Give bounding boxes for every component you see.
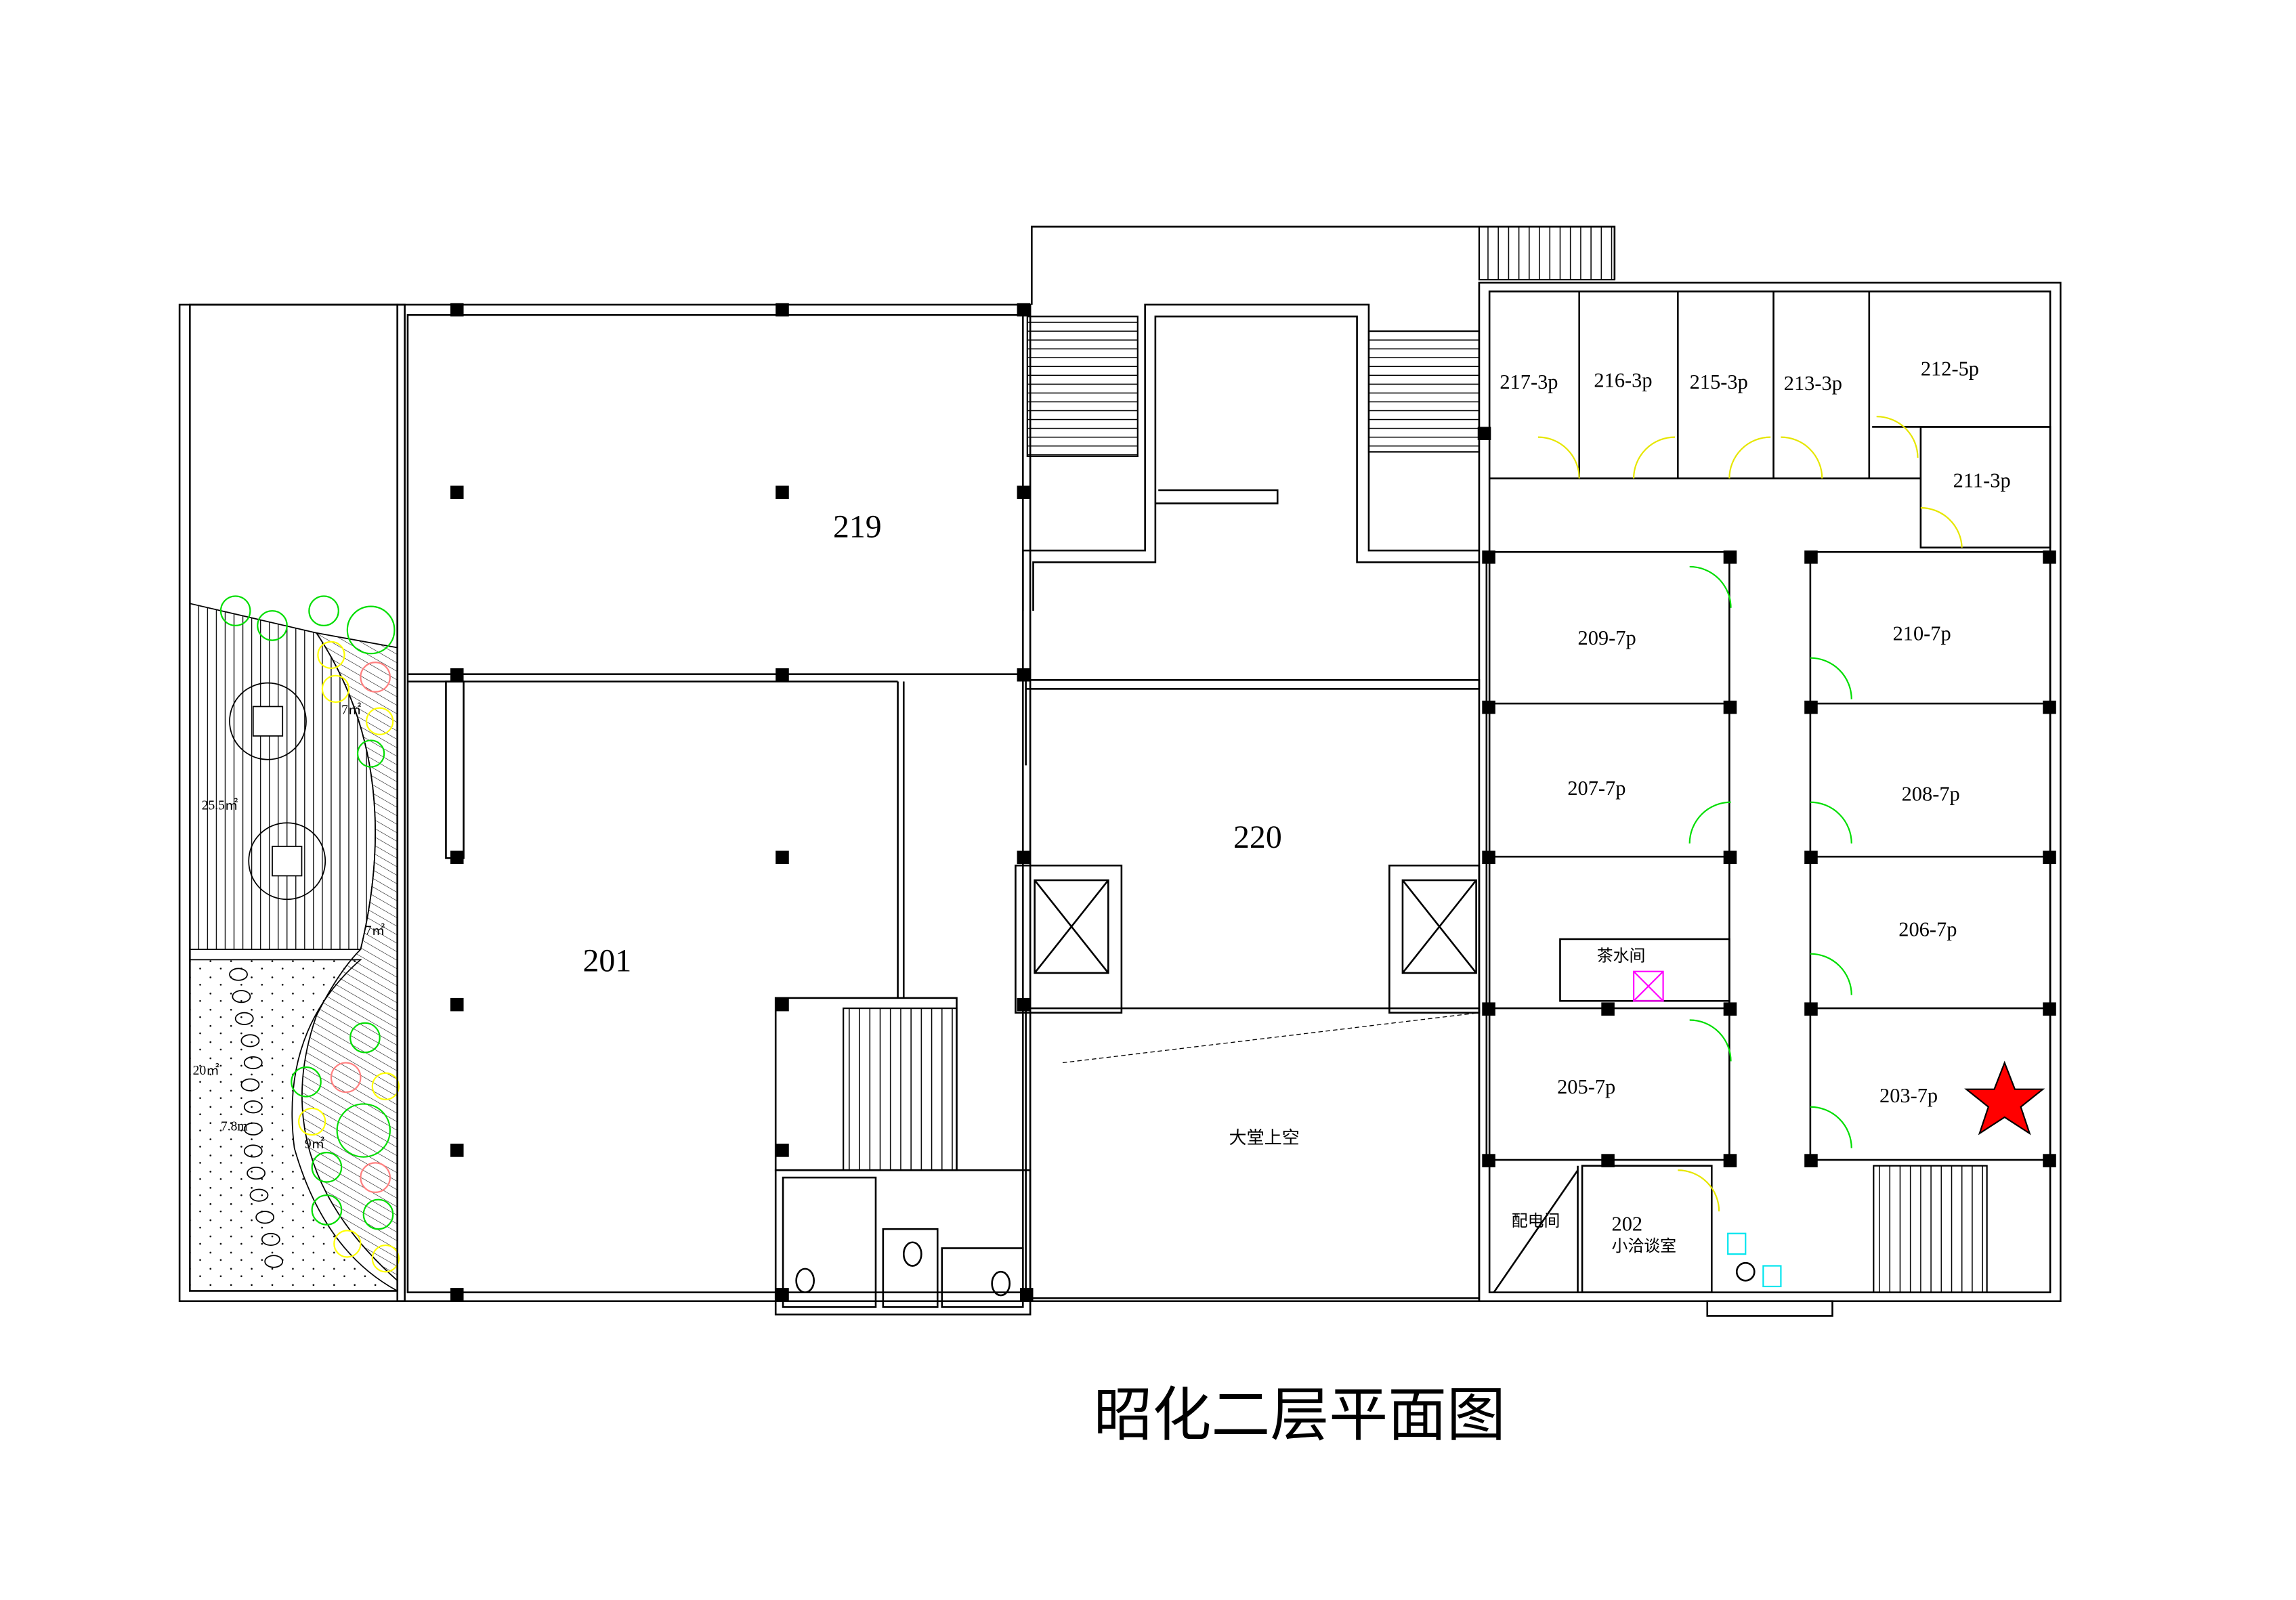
- garden-area-label: 7㎡: [365, 922, 385, 938]
- room-202-label: 202: [1612, 1212, 1643, 1235]
- location-star-icon: [1964, 1060, 2045, 1136]
- garden: 7㎡ 25.5㎡ 7㎡ 20㎡ 7.8m 9㎡: [178, 303, 406, 1303]
- room-215-label: 215-3p: [1690, 370, 1748, 393]
- room-220-label: 220: [1233, 819, 1282, 855]
- garden-area-label: 20㎡: [193, 1062, 220, 1078]
- central-block: [1015, 225, 1616, 1303]
- doors: [1537, 416, 1963, 1212]
- garden-area-label: 9㎡: [305, 1136, 325, 1152]
- lobby-void-label: 大堂上空: [1229, 1128, 1300, 1148]
- room-202-sub-label: 小洽谈室: [1612, 1237, 1677, 1255]
- room-209-label: 209-7p: [1578, 626, 1636, 649]
- room-210-label: 210-7p: [1893, 622, 1951, 645]
- room-201-label: 201: [583, 943, 632, 979]
- room-217-label: 217-3p: [1500, 370, 1558, 393]
- page-title: 昭化二层平面图: [1094, 1383, 1506, 1448]
- room-205-label: 205-7p: [1557, 1075, 1615, 1098]
- tea-room-label: 茶水间: [1597, 947, 1646, 966]
- room-208-label: 208-7p: [1902, 783, 1960, 806]
- room-203-label: 203-7p: [1879, 1084, 1938, 1107]
- garden-area-label: 7㎡: [341, 701, 362, 717]
- structural-columns: [450, 303, 2056, 1301]
- room-labels: 219 201 220 217-3p 216-3p 215-3p 213-3p …: [583, 357, 2011, 1255]
- garden-area-label: 7.8m: [221, 1120, 248, 1134]
- table-set-icon: [229, 682, 326, 901]
- garden-area-label: 25.5㎡: [202, 798, 238, 813]
- west-block: [396, 303, 1139, 1303]
- room-211-label: 211-3p: [1953, 469, 2011, 492]
- room-212-label: 212-5p: [1921, 357, 1979, 380]
- room-213-label: 213-3p: [1784, 372, 1842, 395]
- room-207-label: 207-7p: [1567, 777, 1625, 800]
- room-206-label: 206-7p: [1898, 918, 1957, 941]
- room-219-label: 219: [833, 509, 882, 544]
- stepping-stones: [229, 968, 284, 1268]
- plants: [219, 595, 400, 1273]
- power-room-label: 配电间: [1512, 1212, 1560, 1230]
- room-216-label: 216-3p: [1594, 369, 1652, 392]
- toilets: [774, 1169, 1032, 1316]
- east-block: [1478, 282, 2062, 1317]
